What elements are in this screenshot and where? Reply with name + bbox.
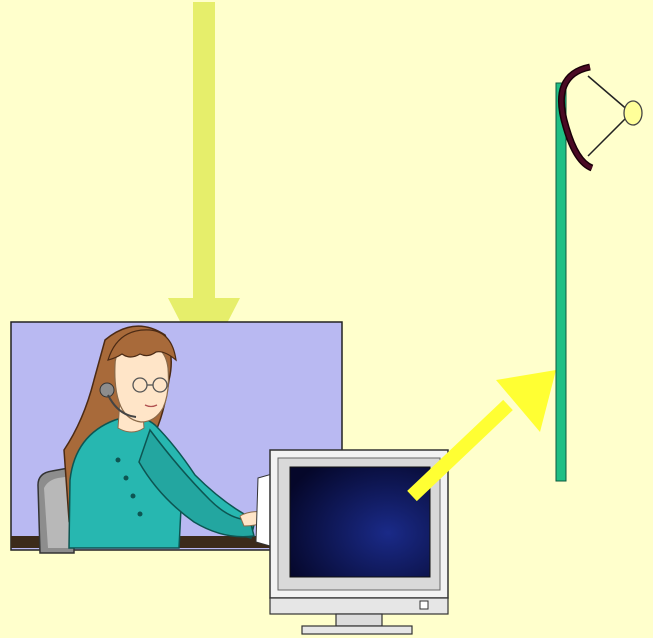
monitor-screen: [289, 466, 431, 578]
headset-earpiece: [99, 382, 115, 398]
power-button: [419, 600, 429, 610]
antenna-pole-icon: [555, 82, 567, 482]
up-right-arrow-icon: [407, 370, 556, 502]
crt-monitor-icon: [269, 449, 449, 635]
satellite-dish-icon: [557, 63, 643, 172]
headset-operator-icon: [37, 325, 273, 554]
dish-feed: [623, 100, 643, 126]
